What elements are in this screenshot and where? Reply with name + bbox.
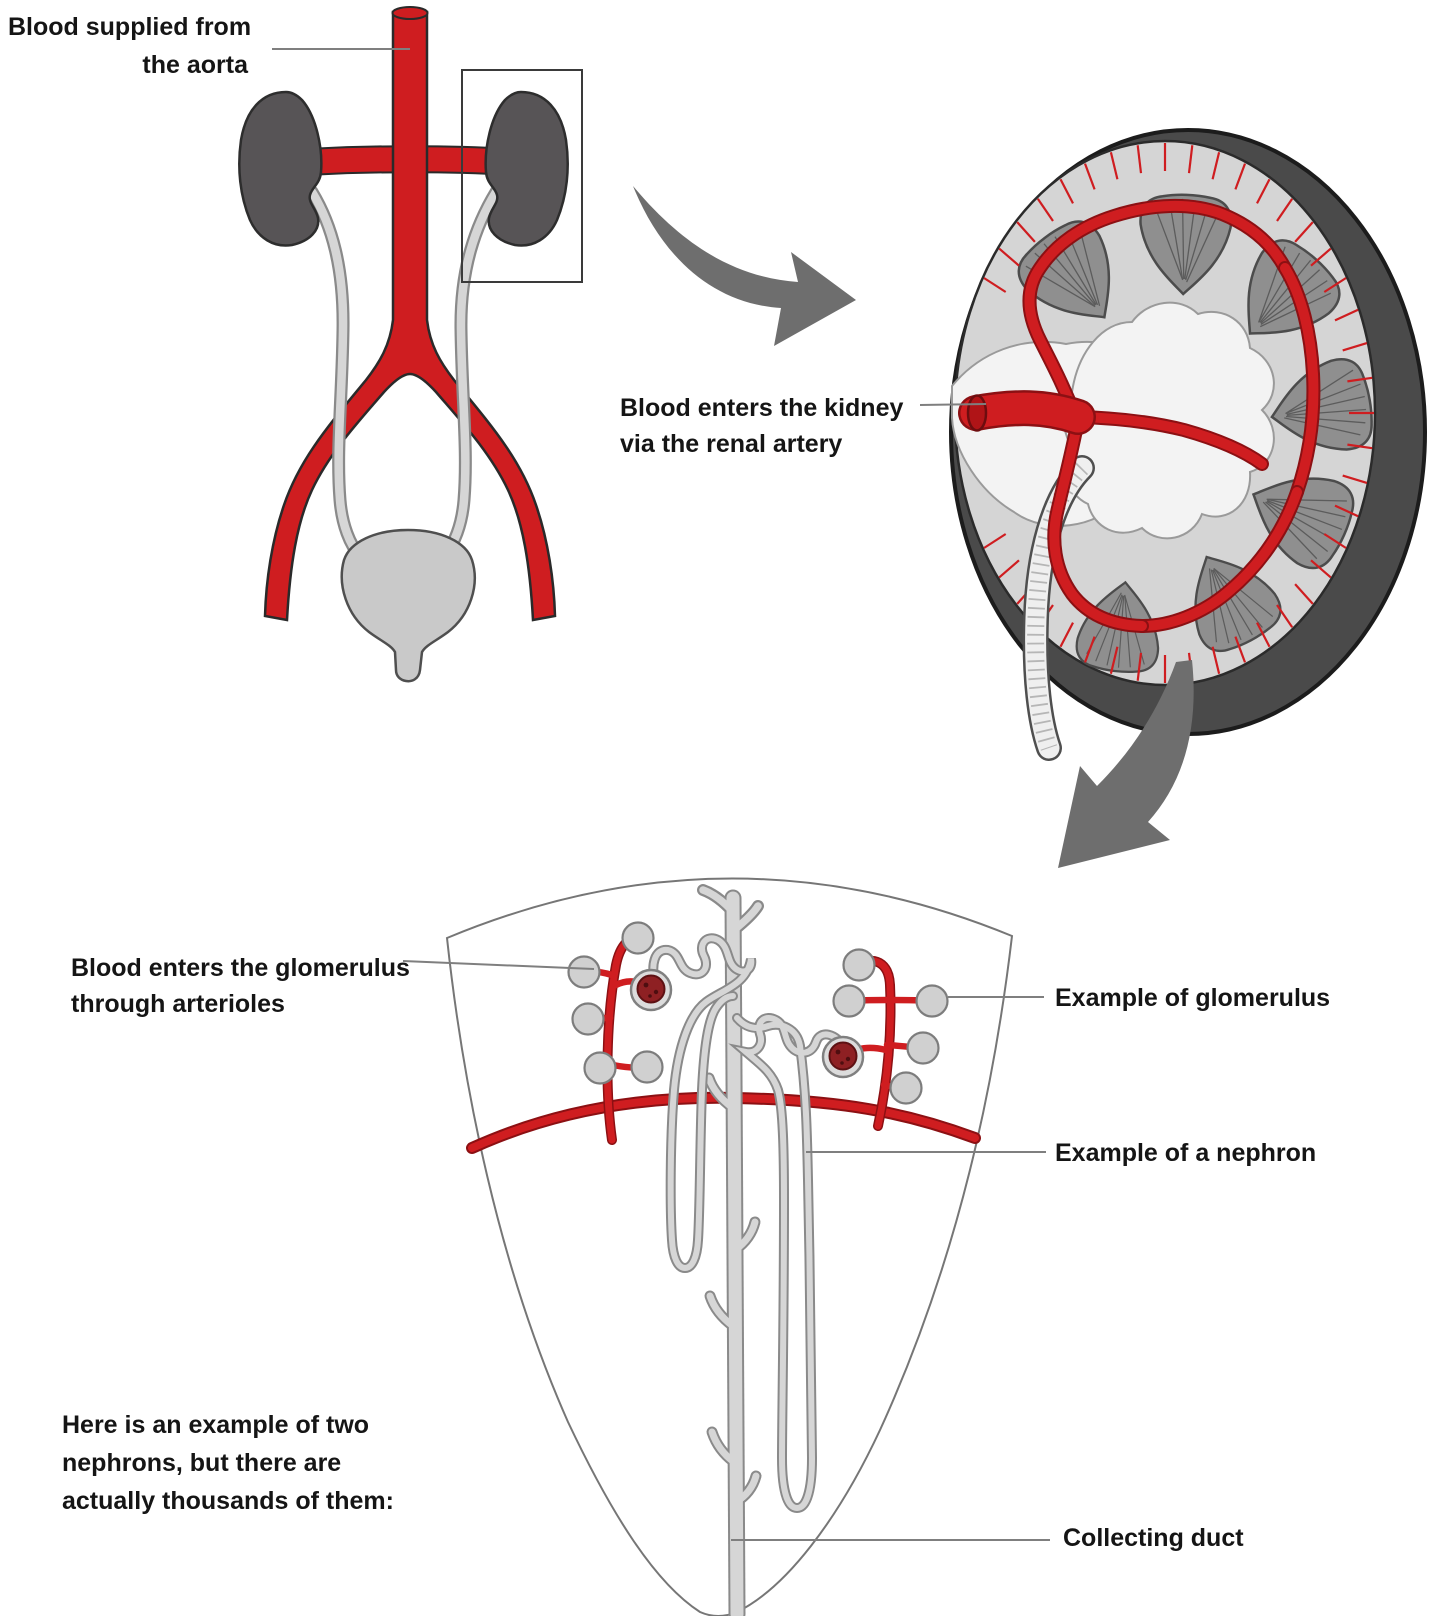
artery-spike bbox=[1310, 247, 1332, 267]
artery-spike bbox=[1187, 145, 1194, 174]
artery-spike bbox=[1059, 178, 1074, 204]
artery-spike bbox=[1334, 504, 1359, 518]
aorta-shape bbox=[263, 10, 557, 622]
artery-spike bbox=[1083, 163, 1096, 190]
renal-artery-opening bbox=[966, 394, 988, 432]
artery-spike bbox=[1342, 474, 1368, 484]
label-line: Blood enters the glomerulus bbox=[71, 954, 410, 982]
bladder-shape bbox=[340, 528, 476, 683]
artery-spike bbox=[1083, 636, 1096, 663]
artery-spike bbox=[983, 277, 1007, 293]
artery-spike bbox=[1234, 636, 1247, 663]
artery-spike bbox=[1211, 151, 1221, 180]
artery-spike bbox=[1059, 622, 1074, 648]
artery-spike bbox=[1294, 221, 1314, 243]
kidney-cross-section-illustration bbox=[919, 128, 1427, 761]
artery-spike bbox=[998, 247, 1020, 267]
label-blood-supplied-aorta: Blood supplied from the aorta bbox=[8, 8, 252, 84]
artery-spike bbox=[1294, 583, 1314, 605]
artery-spike bbox=[1109, 646, 1119, 675]
artery-spike bbox=[1234, 163, 1247, 190]
zoom-box bbox=[461, 69, 583, 283]
arteriole-tree-left bbox=[567, 921, 673, 1145]
artery-spike bbox=[1211, 646, 1221, 675]
artery-spike bbox=[1109, 151, 1119, 180]
artery-spike bbox=[1347, 443, 1373, 450]
label-blood-enters-kidney: Blood enters the kidney via the renal ar… bbox=[620, 390, 930, 462]
label-line: Blood supplied from bbox=[8, 13, 252, 41]
artery-spike bbox=[1276, 198, 1294, 222]
label-line: Blood enters the kidney bbox=[620, 394, 904, 422]
label-example-nephron: Example of a nephron bbox=[1055, 1139, 1317, 1167]
artery-spike bbox=[1016, 221, 1036, 243]
artery-spike bbox=[1256, 622, 1271, 648]
artery-spike bbox=[1256, 178, 1271, 204]
artery-spike bbox=[983, 533, 1007, 549]
aorta-opening bbox=[391, 6, 429, 20]
artery-spike bbox=[1323, 533, 1347, 549]
label-blood-enters-glomerulus: Blood enters the glomerulus through arte… bbox=[71, 950, 416, 1022]
kidney-left-shape bbox=[238, 90, 323, 247]
artery-spike bbox=[1342, 342, 1368, 352]
label-collecting-duct: Collecting duct bbox=[1063, 1524, 1244, 1552]
label-line: actually thousands of them: bbox=[62, 1487, 394, 1515]
renal-artery-tree bbox=[958, 198, 1321, 633]
nephron-left-tubule bbox=[648, 933, 757, 1274]
curved-arrow-down-icon bbox=[1058, 660, 1194, 868]
curved-arrow-icon bbox=[633, 186, 856, 346]
artery-spike bbox=[1136, 652, 1143, 681]
leader-line-renal-artery bbox=[919, 403, 987, 406]
label-line: through arterioles bbox=[71, 990, 285, 1018]
glomerulus-left bbox=[629, 968, 673, 1012]
label-line: nephrons, but there are bbox=[62, 1449, 342, 1477]
label-example-glomerulus: Example of glomerulus bbox=[1055, 984, 1331, 1012]
label-line: via the renal artery bbox=[620, 430, 843, 458]
ureters bbox=[305, 185, 503, 563]
artery-spike bbox=[1276, 604, 1294, 628]
nephron-wedge-illustration bbox=[402, 877, 1050, 1616]
kidney-right-shape bbox=[484, 90, 569, 247]
arteriole-tree-right bbox=[821, 948, 949, 1131]
artery-spike bbox=[1036, 198, 1054, 222]
label-nephrons-note: Here is an example of two nephrons, but … bbox=[62, 1406, 402, 1520]
label-line: the aorta bbox=[142, 51, 248, 79]
artery-spike bbox=[998, 559, 1020, 579]
urinary-system-illustration bbox=[238, 6, 583, 683]
artery-spike bbox=[1310, 559, 1332, 579]
artery-spike bbox=[1347, 376, 1373, 383]
label-line: Here is an example of two bbox=[62, 1411, 370, 1439]
nephron-right-tubule bbox=[728, 1013, 851, 1514]
artery-spike bbox=[1136, 145, 1143, 174]
artery-spike bbox=[1334, 308, 1359, 322]
leader-line-glomerulus-entry bbox=[402, 960, 595, 970]
artery-spike bbox=[1323, 277, 1347, 293]
glomerulus-right bbox=[821, 1035, 865, 1079]
